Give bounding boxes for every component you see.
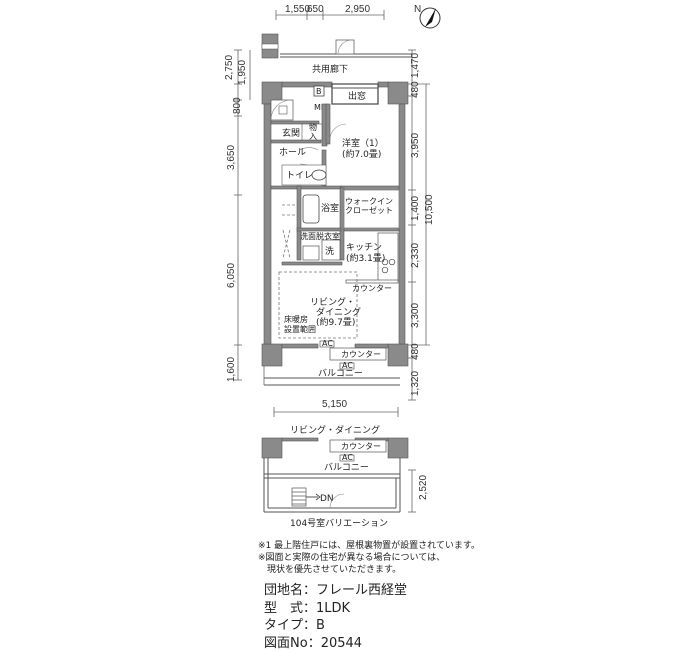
label-living-size: (約9.7畳) xyxy=(316,316,355,328)
note-1: ※1 最上階住戸には、屋根裏物置が設置されています。 xyxy=(258,540,480,552)
variation-ac: AC xyxy=(342,453,353,462)
label-balcony: バルコニー xyxy=(318,368,363,379)
dim-left-3: 800 xyxy=(232,97,243,114)
variation-stairs xyxy=(292,488,320,506)
info-type: 型 式：1LDK xyxy=(264,600,407,618)
note-3: 現状を優先させていただきます。 xyxy=(258,564,480,576)
label-washer: 洗 xyxy=(325,245,334,257)
dim-right-4: 1,400 xyxy=(410,196,421,221)
label-corridor: 共用廊下 xyxy=(312,63,348,75)
label-kitchen: キッチン xyxy=(346,242,382,253)
note-2: ※図面と実際の住宅が異なる場合については、 xyxy=(258,552,480,564)
label-entrance: 玄関 xyxy=(282,127,300,139)
label-ac-1: AC xyxy=(322,339,333,348)
property-info: 団地名：フレール西経堂 型 式：1LDK タイプ：B 図面No：20544 xyxy=(264,582,407,652)
notes: ※1 最上階住戸には、屋根裏物置が設置されています。 ※図面と実際の住宅が異なる… xyxy=(258,540,480,576)
dim-variation: 2,520 xyxy=(418,475,429,500)
left-dimensions: 2,750 1,950 800 3,650 6,050 1,600 xyxy=(224,50,250,382)
dim-right-9: 1,320 xyxy=(410,371,421,396)
dim-bottom: 5,150 xyxy=(322,399,347,410)
info-drawing: 図面No：20544 xyxy=(264,635,407,652)
variation-counter: カウンター xyxy=(341,442,381,451)
label-living-2: ダイニング xyxy=(316,306,361,318)
label-western-room-size: (約7.0畳) xyxy=(342,148,381,160)
dim-right-2: 480 xyxy=(410,81,421,98)
label-storage-2: 入 xyxy=(309,132,317,141)
info-plan-type-value: B xyxy=(316,618,325,633)
variation-dn: DN xyxy=(320,494,334,504)
label-toilet: トイレ xyxy=(286,171,313,181)
variation-living: リビング・ダイニング xyxy=(290,424,380,436)
dim-top-2: 650 xyxy=(307,4,324,15)
north-compass: N xyxy=(414,4,440,28)
right-dimensions: 1,470 480 3,950 1,400 10,500 2,330 3,300… xyxy=(408,50,435,400)
dim-left-5: 6,050 xyxy=(226,263,237,288)
dim-right-8: 480 xyxy=(410,343,421,360)
dim-right-7: 3,300 xyxy=(410,303,421,328)
info-drawing-label: 図面No xyxy=(264,636,308,651)
label-storage-1: 物 xyxy=(309,122,317,132)
variation-balcony: バルコニー xyxy=(324,462,369,473)
info-name-value: フレール西経堂 xyxy=(316,583,407,598)
label-wic-2: クローゼット xyxy=(345,205,393,215)
info-plan-type: タイプ：B xyxy=(264,617,407,635)
top-dimensions: 1,550 650 2,950 xyxy=(276,4,384,20)
variation-plan: AC リビング・ダイニング カウンター バルコニー DN 2,520 104号室… xyxy=(262,424,429,529)
label-bath: 浴室 xyxy=(321,202,339,214)
label-hall: ホール xyxy=(279,147,306,158)
label-floor-heating-1: 床暖房 xyxy=(284,314,308,324)
variation-caption: 104号室バリエーション xyxy=(290,517,388,529)
compass-label: N xyxy=(414,4,421,15)
label-washroom: 洗面脱衣室 xyxy=(300,231,340,241)
dim-left-2: 1,950 xyxy=(237,60,248,85)
dim-left-6: 1,600 xyxy=(226,357,237,382)
label-wic-1: ウォークイン xyxy=(345,197,393,206)
label-western-room: 洋室（1） xyxy=(342,137,384,149)
dim-left-1: 2,750 xyxy=(224,55,235,80)
dim-right-1: 1,470 xyxy=(410,53,421,78)
dim-top-3: 2,950 xyxy=(345,4,370,15)
info-drawing-value: 20544 xyxy=(321,636,362,651)
dim-right-3: 3,950 xyxy=(410,133,421,158)
info-name-label: 団地名 xyxy=(264,583,303,598)
info-name: 団地名：フレール西経堂 xyxy=(264,582,407,600)
corridor-structure: 共用廊下 xyxy=(262,34,412,75)
info-plan-type-label: タイプ xyxy=(264,618,303,633)
label-pipe-b: B xyxy=(316,87,322,96)
dim-right-5: 10,500 xyxy=(424,194,435,225)
label-living-1: リビング・ xyxy=(310,296,355,308)
label-counter-2: カウンター xyxy=(341,350,381,359)
info-type-label: 型 式 xyxy=(264,601,303,616)
label-bay-window: 出窓 xyxy=(348,90,366,102)
label-counter-1: カウンター xyxy=(352,284,392,293)
bottom-dimension: 5,150 xyxy=(274,399,398,417)
label-floor-heating-2: 設置範囲 xyxy=(284,324,316,334)
dim-right-6: 2,330 xyxy=(410,243,421,268)
info-type-value: 1LDK xyxy=(316,601,350,616)
dim-left-4: 3,650 xyxy=(226,145,237,170)
label-kitchen-size: (約3.1畳) xyxy=(346,252,385,264)
